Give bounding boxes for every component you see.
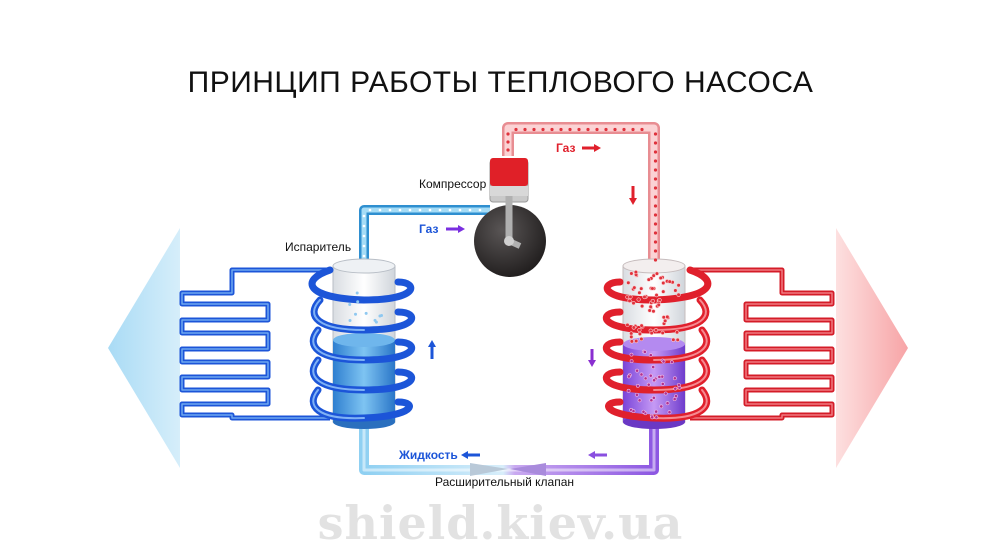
flow-arrow-down-purple [588,349,596,367]
right-exchanger-coil-icon [690,267,835,421]
evaporator-tank [332,258,396,429]
expansion-valve-icon [470,463,508,476]
flow-arrow-down-right [629,186,637,205]
liquid-pipe [359,424,659,475]
flow-arrow-up-blue [428,340,436,359]
gas-label-left: Газ [419,222,439,236]
condenser-tank [622,258,686,429]
compressor-icon [474,158,546,277]
flow-arrow-gas-left [446,225,465,233]
expansion-valve-label: Расширительный клапан [435,475,575,489]
liquid-label: Жидкость [399,448,458,462]
page-title: ПРИНЦИП РАБОТЫ ТЕПЛОВОГО НАСОСА [187,66,814,99]
gas-label-top: Газ [556,141,576,155]
watermark: shield.kiev.ua [317,496,684,550]
cold-arrow [108,228,180,468]
flow-arrow-gas-top [582,144,601,152]
left-exchanger-coil-icon [179,267,330,421]
flow-arrow-left-blue [461,451,480,459]
evaporator-label: Испаритель [285,240,352,254]
flow-arrow-left-purple [588,451,607,459]
compressor-label: Компрессор [419,177,487,191]
hot-arrow [836,228,908,468]
refrigerant-bubbles [348,127,682,420]
suction-pipe [359,205,490,266]
